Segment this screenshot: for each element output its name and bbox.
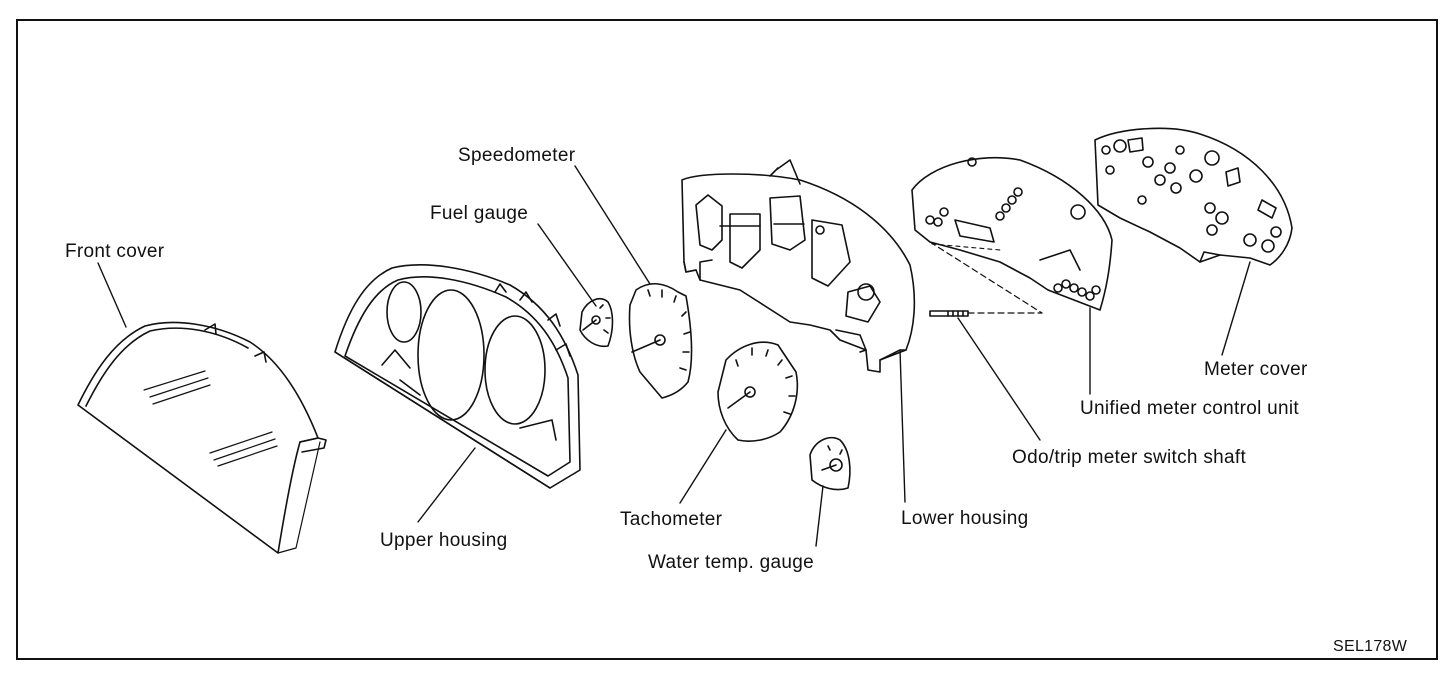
front-cover-part (77, 321, 327, 554)
leader-odo-trip-shaft (957, 317, 1041, 441)
label-meter-cover: Meter cover (1204, 359, 1308, 380)
leader-meter-cover (1221, 261, 1251, 356)
odo-trip-shaft-part (929, 310, 1043, 317)
label-tachometer: Tachometer (620, 509, 723, 530)
label-front-cover: Front cover (65, 241, 165, 262)
label-fuel-gauge: Fuel gauge (430, 203, 529, 224)
water-temp-gauge-part (809, 436, 851, 491)
leader-fuel-gauge (537, 223, 597, 307)
unified-meter-control-unit-part (911, 156, 1113, 314)
label-water-temp-gauge: Water temp. gauge (648, 552, 814, 573)
fuel-gauge-part (579, 298, 614, 348)
label-odo-trip-shaft: Odo/trip meter switch shaft (1012, 447, 1247, 468)
label-speedometer: Speedometer (458, 145, 576, 166)
leader-speedometer (574, 165, 651, 285)
speedometer-part (628, 283, 693, 399)
leader-front-cover (97, 262, 127, 328)
label-unified-meter-control-unit: Unified meter control unit (1080, 398, 1300, 419)
leader-water-temp-gauge (815, 485, 824, 547)
leader-lower-housing (899, 349, 906, 503)
label-upper-housing: Upper housing (380, 530, 508, 551)
leader-upper-housing (417, 447, 476, 523)
leader-lines (97, 165, 1251, 547)
lower-housing-part (681, 159, 916, 373)
label-lower-housing: Lower housing (901, 508, 1029, 529)
upper-housing-part (334, 264, 581, 489)
figure-code: SEL178W (1333, 638, 1408, 655)
tachometer-part (717, 341, 799, 442)
diagram-frame (16, 19, 1438, 660)
leader-tachometer (679, 429, 727, 504)
meter-cover-part (1094, 127, 1293, 266)
